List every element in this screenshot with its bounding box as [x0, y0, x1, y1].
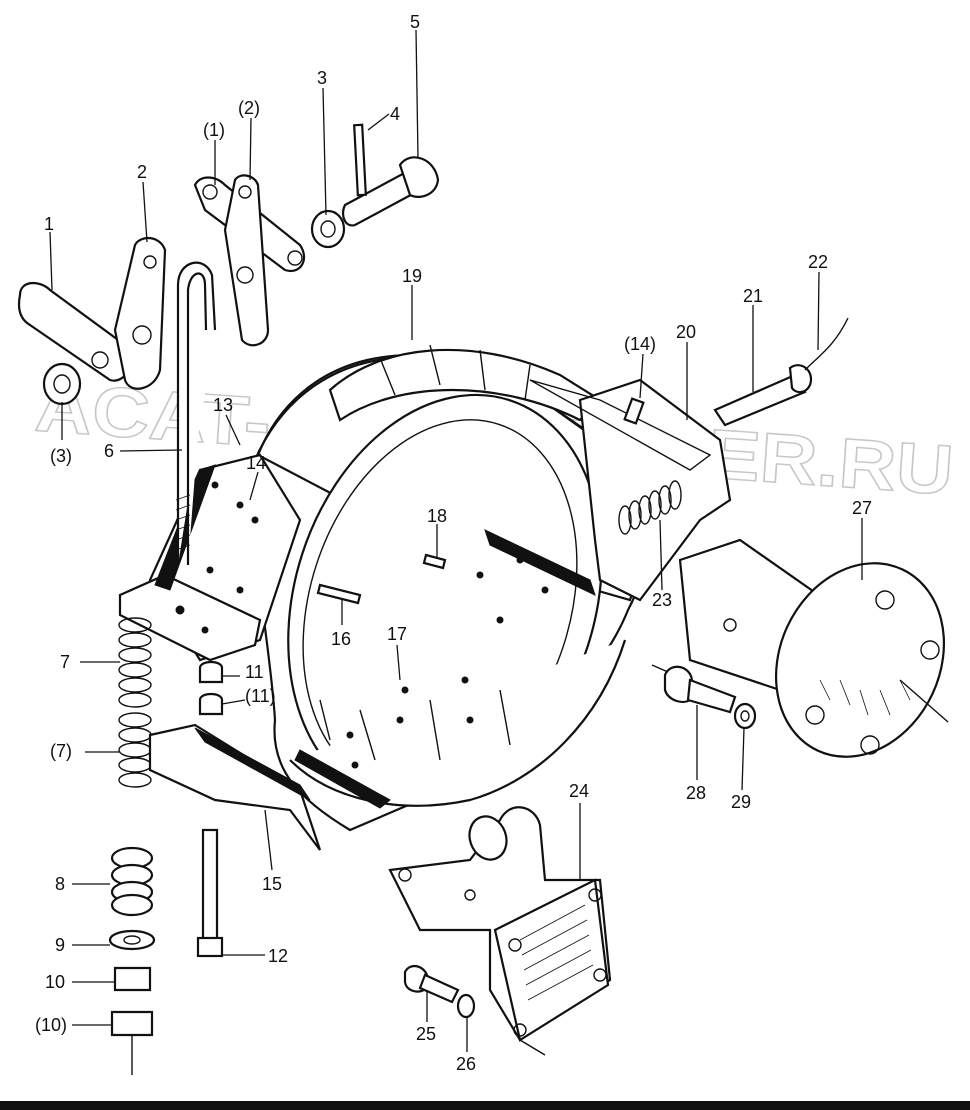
callout-paren-7: (7): [50, 741, 72, 761]
callout-25: 25: [416, 1024, 436, 1044]
callout-19: 19: [402, 266, 422, 286]
callout-22: 22: [808, 252, 828, 272]
callout-4: 4: [390, 104, 400, 124]
callout-12: 12: [268, 946, 288, 966]
callout-14: 14: [246, 453, 266, 473]
callout-8: 8: [55, 874, 65, 894]
callout-paren-11: (11): [245, 686, 276, 706]
callout-15: 15: [262, 874, 282, 894]
callout-23: 23: [652, 590, 672, 610]
callout-21: 21: [743, 286, 763, 306]
flange-assembly: [678, 538, 949, 758]
callout-paren-10: (10): [35, 1015, 67, 1035]
callout-27: 27: [852, 498, 872, 518]
callout-7: 7: [60, 652, 70, 672]
callout-5: 5: [410, 12, 420, 32]
callout-28: 28: [686, 783, 706, 803]
callout-9: 9: [55, 935, 65, 955]
callout-paren-1: (1): [203, 120, 225, 140]
callout-10: 10: [45, 972, 65, 992]
link-plates: [17, 174, 306, 390]
pin-and-cotter: [341, 123, 440, 227]
lower-bracket: [148, 660, 322, 958]
callout-paren-14: (14): [624, 334, 656, 354]
callout-20: 20: [676, 322, 696, 342]
callout-29: 29: [731, 792, 751, 812]
callout-24: 24: [569, 781, 589, 801]
callout-paren-2: (2): [238, 98, 260, 118]
callout-18: 18: [427, 506, 447, 526]
callout-26: 26: [456, 1054, 476, 1074]
bolt-28-washer-29: [651, 664, 757, 730]
spring-stacks: [108, 617, 156, 1075]
callout-3: 3: [317, 68, 327, 88]
callout-11: 11: [245, 662, 264, 682]
pins-16-18: [316, 553, 447, 605]
callout-labels: 1 2 3 4 5 6 7 8 9 10 11 12 13 14 15 16 1…: [35, 12, 872, 1074]
callout-1: 1: [44, 214, 54, 234]
bottom-border: [0, 1101, 970, 1110]
right-bracket: [529, 317, 849, 602]
callout-13: 13: [213, 395, 233, 415]
leader-lines: [49, 29, 863, 1052]
callout-paren-3: (3): [50, 446, 72, 466]
callout-17: 17: [387, 624, 407, 644]
bracket-24: [388, 806, 612, 1056]
callout-6: 6: [104, 441, 114, 461]
callout-2: 2: [137, 162, 147, 182]
callout-16: 16: [331, 629, 351, 649]
hook-bolt: [175, 261, 217, 565]
